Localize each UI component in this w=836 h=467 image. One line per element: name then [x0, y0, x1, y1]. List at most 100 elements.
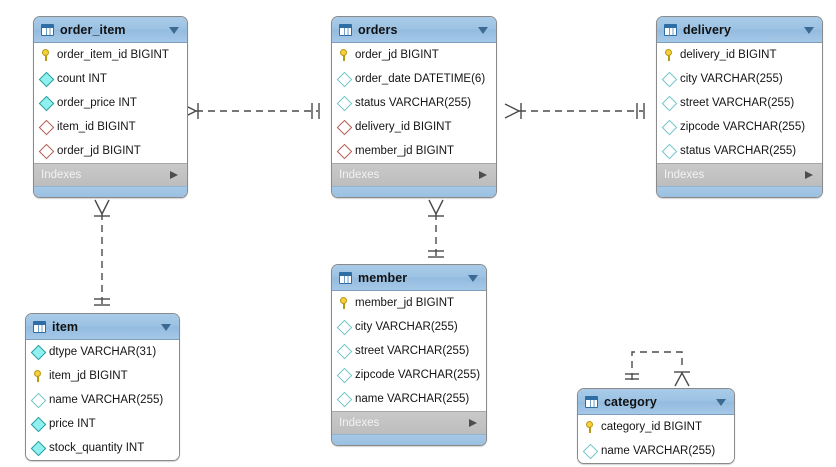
play-arrow-icon[interactable]: [479, 170, 487, 179]
chevron-down-icon[interactable]: [468, 274, 478, 282]
diamond-icon: [336, 119, 353, 135]
key-icon: [33, 370, 44, 382]
column-row[interactable]: delivery_id BIGINT: [657, 43, 822, 67]
column-label: count INT: [57, 73, 107, 85]
diamond-icon: [336, 319, 353, 335]
column-label: zipcode VARCHAR(255): [680, 121, 806, 133]
indexes-section-delivery[interactable]: Indexes: [657, 163, 822, 186]
column-label: order_jd BIGINT: [57, 145, 141, 157]
chevron-down-icon[interactable]: [804, 26, 814, 34]
table-order_item[interactable]: order_item order_item_id BIGINT count IN…: [33, 16, 188, 198]
column-label: item_jd BIGINT: [49, 370, 128, 382]
chevron-down-icon[interactable]: [161, 323, 171, 331]
column-row[interactable]: price INT: [26, 412, 179, 436]
column-row[interactable]: stock_quantity INT: [26, 436, 179, 460]
diamond-icon: [38, 143, 55, 159]
play-arrow-icon[interactable]: [805, 170, 813, 179]
diamond-icon: [30, 344, 47, 360]
diamond-icon: [336, 391, 353, 407]
table-header-category[interactable]: category: [578, 389, 734, 415]
table-title: member: [358, 270, 408, 285]
table-footer: [332, 186, 496, 197]
column-row[interactable]: zipcode VARCHAR(255): [657, 115, 822, 139]
column-list-orders: order_jd BIGINT order_date DATETIME(6) s…: [332, 43, 496, 163]
relationship-category-self[interactable]: [625, 351, 690, 387]
relationship-orders-member[interactable]: [428, 199, 444, 258]
key-icon: [664, 49, 675, 61]
table-category[interactable]: category category_id BIGINT name VARCHAR…: [577, 388, 735, 464]
column-label: city VARCHAR(255): [680, 73, 783, 85]
table-member[interactable]: member member_jd BIGINT city VARCHAR(255…: [331, 264, 487, 446]
column-row[interactable]: delivery_id BIGINT: [332, 115, 496, 139]
indexes-section-order_item[interactable]: Indexes: [34, 163, 187, 186]
column-row[interactable]: status VARCHAR(255): [657, 139, 822, 163]
table-header-order_item[interactable]: order_item: [34, 17, 187, 43]
chevron-down-icon[interactable]: [478, 26, 488, 34]
column-label: order_item_id BIGINT: [57, 49, 169, 61]
column-row[interactable]: member_jd BIGINT: [332, 291, 486, 315]
column-label: stock_quantity INT: [49, 442, 145, 454]
column-label: order_price INT: [57, 97, 137, 109]
column-label: zipcode VARCHAR(255): [355, 369, 481, 381]
diamond-icon: [30, 392, 47, 408]
table-orders[interactable]: orders order_jd BIGINT order_date DATETI…: [331, 16, 497, 198]
table-header-member[interactable]: member: [332, 265, 486, 291]
chevron-down-icon[interactable]: [716, 398, 726, 406]
column-label: name VARCHAR(255): [355, 393, 470, 405]
table-footer: [332, 434, 486, 445]
diamond-icon: [582, 443, 599, 459]
chevron-down-icon[interactable]: [169, 26, 179, 34]
column-row[interactable]: member_jd BIGINT: [332, 139, 496, 163]
table-header-delivery[interactable]: delivery: [657, 17, 822, 43]
relationship-orders-delivery[interactable]: [504, 103, 645, 119]
column-label: status VARCHAR(255): [355, 97, 472, 109]
column-row[interactable]: name VARCHAR(255): [578, 439, 734, 463]
table-icon: [585, 395, 598, 408]
column-label: price INT: [49, 418, 96, 430]
column-row[interactable]: order_jd BIGINT: [332, 43, 496, 67]
relationship-order_item-item[interactable]: [94, 199, 110, 306]
column-label: order_date DATETIME(6): [355, 73, 486, 85]
column-row[interactable]: city VARCHAR(255): [332, 315, 486, 339]
diamond-icon: [661, 143, 678, 159]
play-arrow-icon[interactable]: [469, 418, 477, 427]
diamond-icon: [661, 119, 678, 135]
table-title: category: [604, 394, 657, 409]
column-row[interactable]: name VARCHAR(255): [26, 388, 179, 412]
relationship-order_item-orders[interactable]: [181, 103, 320, 119]
play-arrow-icon[interactable]: [170, 170, 178, 179]
table-title: item: [52, 319, 79, 334]
indexes-section-orders[interactable]: Indexes: [332, 163, 496, 186]
column-row[interactable]: order_date DATETIME(6): [332, 67, 496, 91]
table-footer: [657, 186, 822, 197]
column-row[interactable]: status VARCHAR(255): [332, 91, 496, 115]
column-label: delivery_id BIGINT: [355, 121, 452, 133]
table-icon: [339, 23, 352, 36]
column-row[interactable]: order_item_id BIGINT: [34, 43, 187, 67]
column-label: status VARCHAR(255): [680, 145, 797, 157]
table-header-orders[interactable]: orders: [332, 17, 496, 43]
diamond-icon: [30, 416, 47, 432]
column-row[interactable]: category_id BIGINT: [578, 415, 734, 439]
column-label: name VARCHAR(255): [49, 394, 164, 406]
table-delivery[interactable]: delivery delivery_id BIGINT city VARCHAR…: [656, 16, 823, 198]
column-row[interactable]: name VARCHAR(255): [332, 387, 486, 411]
table-header-item[interactable]: item: [26, 314, 179, 340]
column-row[interactable]: item_jd BIGINT: [26, 364, 179, 388]
column-row[interactable]: order_price INT: [34, 91, 187, 115]
table-icon: [33, 320, 46, 333]
table-icon: [339, 271, 352, 284]
diamond-icon: [336, 71, 353, 87]
column-row[interactable]: zipcode VARCHAR(255): [332, 363, 486, 387]
column-row[interactable]: street VARCHAR(255): [332, 339, 486, 363]
column-row[interactable]: dtype VARCHAR(31): [26, 340, 179, 364]
column-row[interactable]: street VARCHAR(255): [657, 91, 822, 115]
column-row[interactable]: order_jd BIGINT: [34, 139, 187, 163]
table-item[interactable]: item dtype VARCHAR(31) item_jd BIGINT na…: [25, 313, 180, 461]
column-list-item: dtype VARCHAR(31) item_jd BIGINT name VA…: [26, 340, 179, 460]
column-row[interactable]: city VARCHAR(255): [657, 67, 822, 91]
column-row[interactable]: item_id BIGINT: [34, 115, 187, 139]
column-row[interactable]: count INT: [34, 67, 187, 91]
indexes-section-member[interactable]: Indexes: [332, 411, 486, 434]
